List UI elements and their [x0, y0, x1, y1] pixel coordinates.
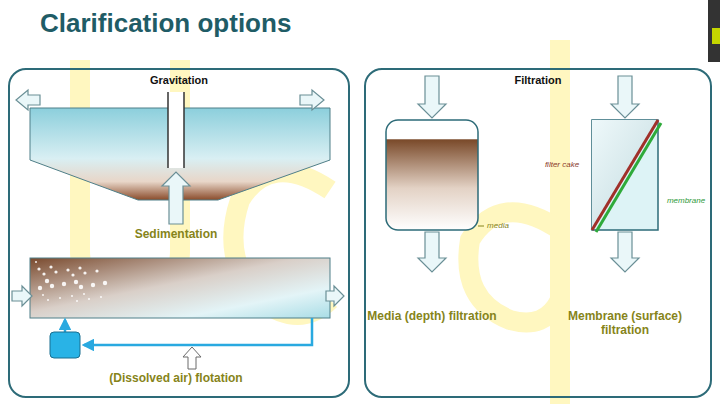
leader-line: [478, 226, 484, 227]
flotation-tank: [30, 258, 330, 318]
media-filter: [386, 120, 478, 230]
corner-stripe: [712, 28, 720, 44]
filter-cake-layer: [592, 120, 658, 230]
process-label: (Dissolved air) flotation: [109, 372, 242, 386]
process-label: Membrane (surface) filtration: [555, 310, 695, 338]
panel-heading: Filtration: [366, 74, 710, 86]
watermark: [80, 40, 560, 404]
recycle-line: [84, 318, 312, 345]
air-bubble: [76, 300, 78, 302]
air-bubble: [74, 280, 78, 284]
air-bubble: [79, 285, 83, 289]
slide-title: Clarification options: [40, 8, 291, 39]
recycle-line: [64, 320, 67, 332]
pipe-wall: [183, 92, 185, 168]
air-bubbles: [35, 261, 107, 302]
air-bubble: [50, 284, 54, 288]
air-bubble: [42, 294, 44, 296]
air-bubble: [71, 273, 74, 276]
air-bubble: [47, 299, 49, 301]
air-bubble: [35, 261, 37, 263]
air-bubble: [103, 281, 107, 285]
air-bubble: [59, 297, 61, 299]
outflow-arrow: [326, 286, 344, 306]
pipe-wall: [167, 92, 169, 168]
filter-cake: [592, 120, 658, 230]
feed-arrow: [611, 76, 639, 118]
saturator-vessel: [50, 332, 80, 358]
feed-arrow: [418, 76, 446, 118]
air-bubble: [45, 279, 49, 283]
outflow-arrow: [300, 90, 324, 110]
air-bubble: [42, 272, 45, 275]
air-bubble: [83, 293, 85, 295]
air-bubble: [78, 266, 81, 269]
air-bubble: [49, 265, 52, 268]
air-bubble: [91, 283, 95, 287]
part-label: media: [487, 221, 509, 230]
panel-heading: Gravitation: [10, 74, 348, 86]
part-label: membrane: [667, 196, 705, 205]
outflow-arrow: [16, 90, 40, 110]
air-bubble: [88, 298, 90, 300]
air-bubble: [83, 271, 86, 274]
corner-bar: [708, 0, 720, 62]
filtrate-arrow: [418, 232, 446, 272]
process-label: Media (depth) filtration: [367, 310, 497, 324]
panel: Filtration: [364, 68, 712, 398]
pointer-arrow: [183, 347, 201, 369]
air-bubble: [54, 270, 57, 273]
membrane-layer: [596, 123, 661, 232]
air-bubble: [38, 286, 42, 290]
air-bubble: [100, 296, 102, 298]
air-bubble: [62, 282, 66, 286]
air-bubble: [71, 295, 73, 297]
inflow-arrow: [162, 172, 190, 224]
inlet-pipe: [168, 92, 184, 168]
air-bubble: [95, 269, 98, 272]
part-label: filter cake: [545, 160, 579, 169]
membrane-module: [592, 120, 658, 230]
permeate-arrow: [611, 232, 639, 272]
process-label: Sedimentation: [135, 228, 218, 242]
air-bubble: [66, 268, 69, 271]
air-bubble: [37, 267, 40, 270]
inflow-arrow: [12, 286, 32, 306]
watermark-stroke: [468, 212, 560, 322]
